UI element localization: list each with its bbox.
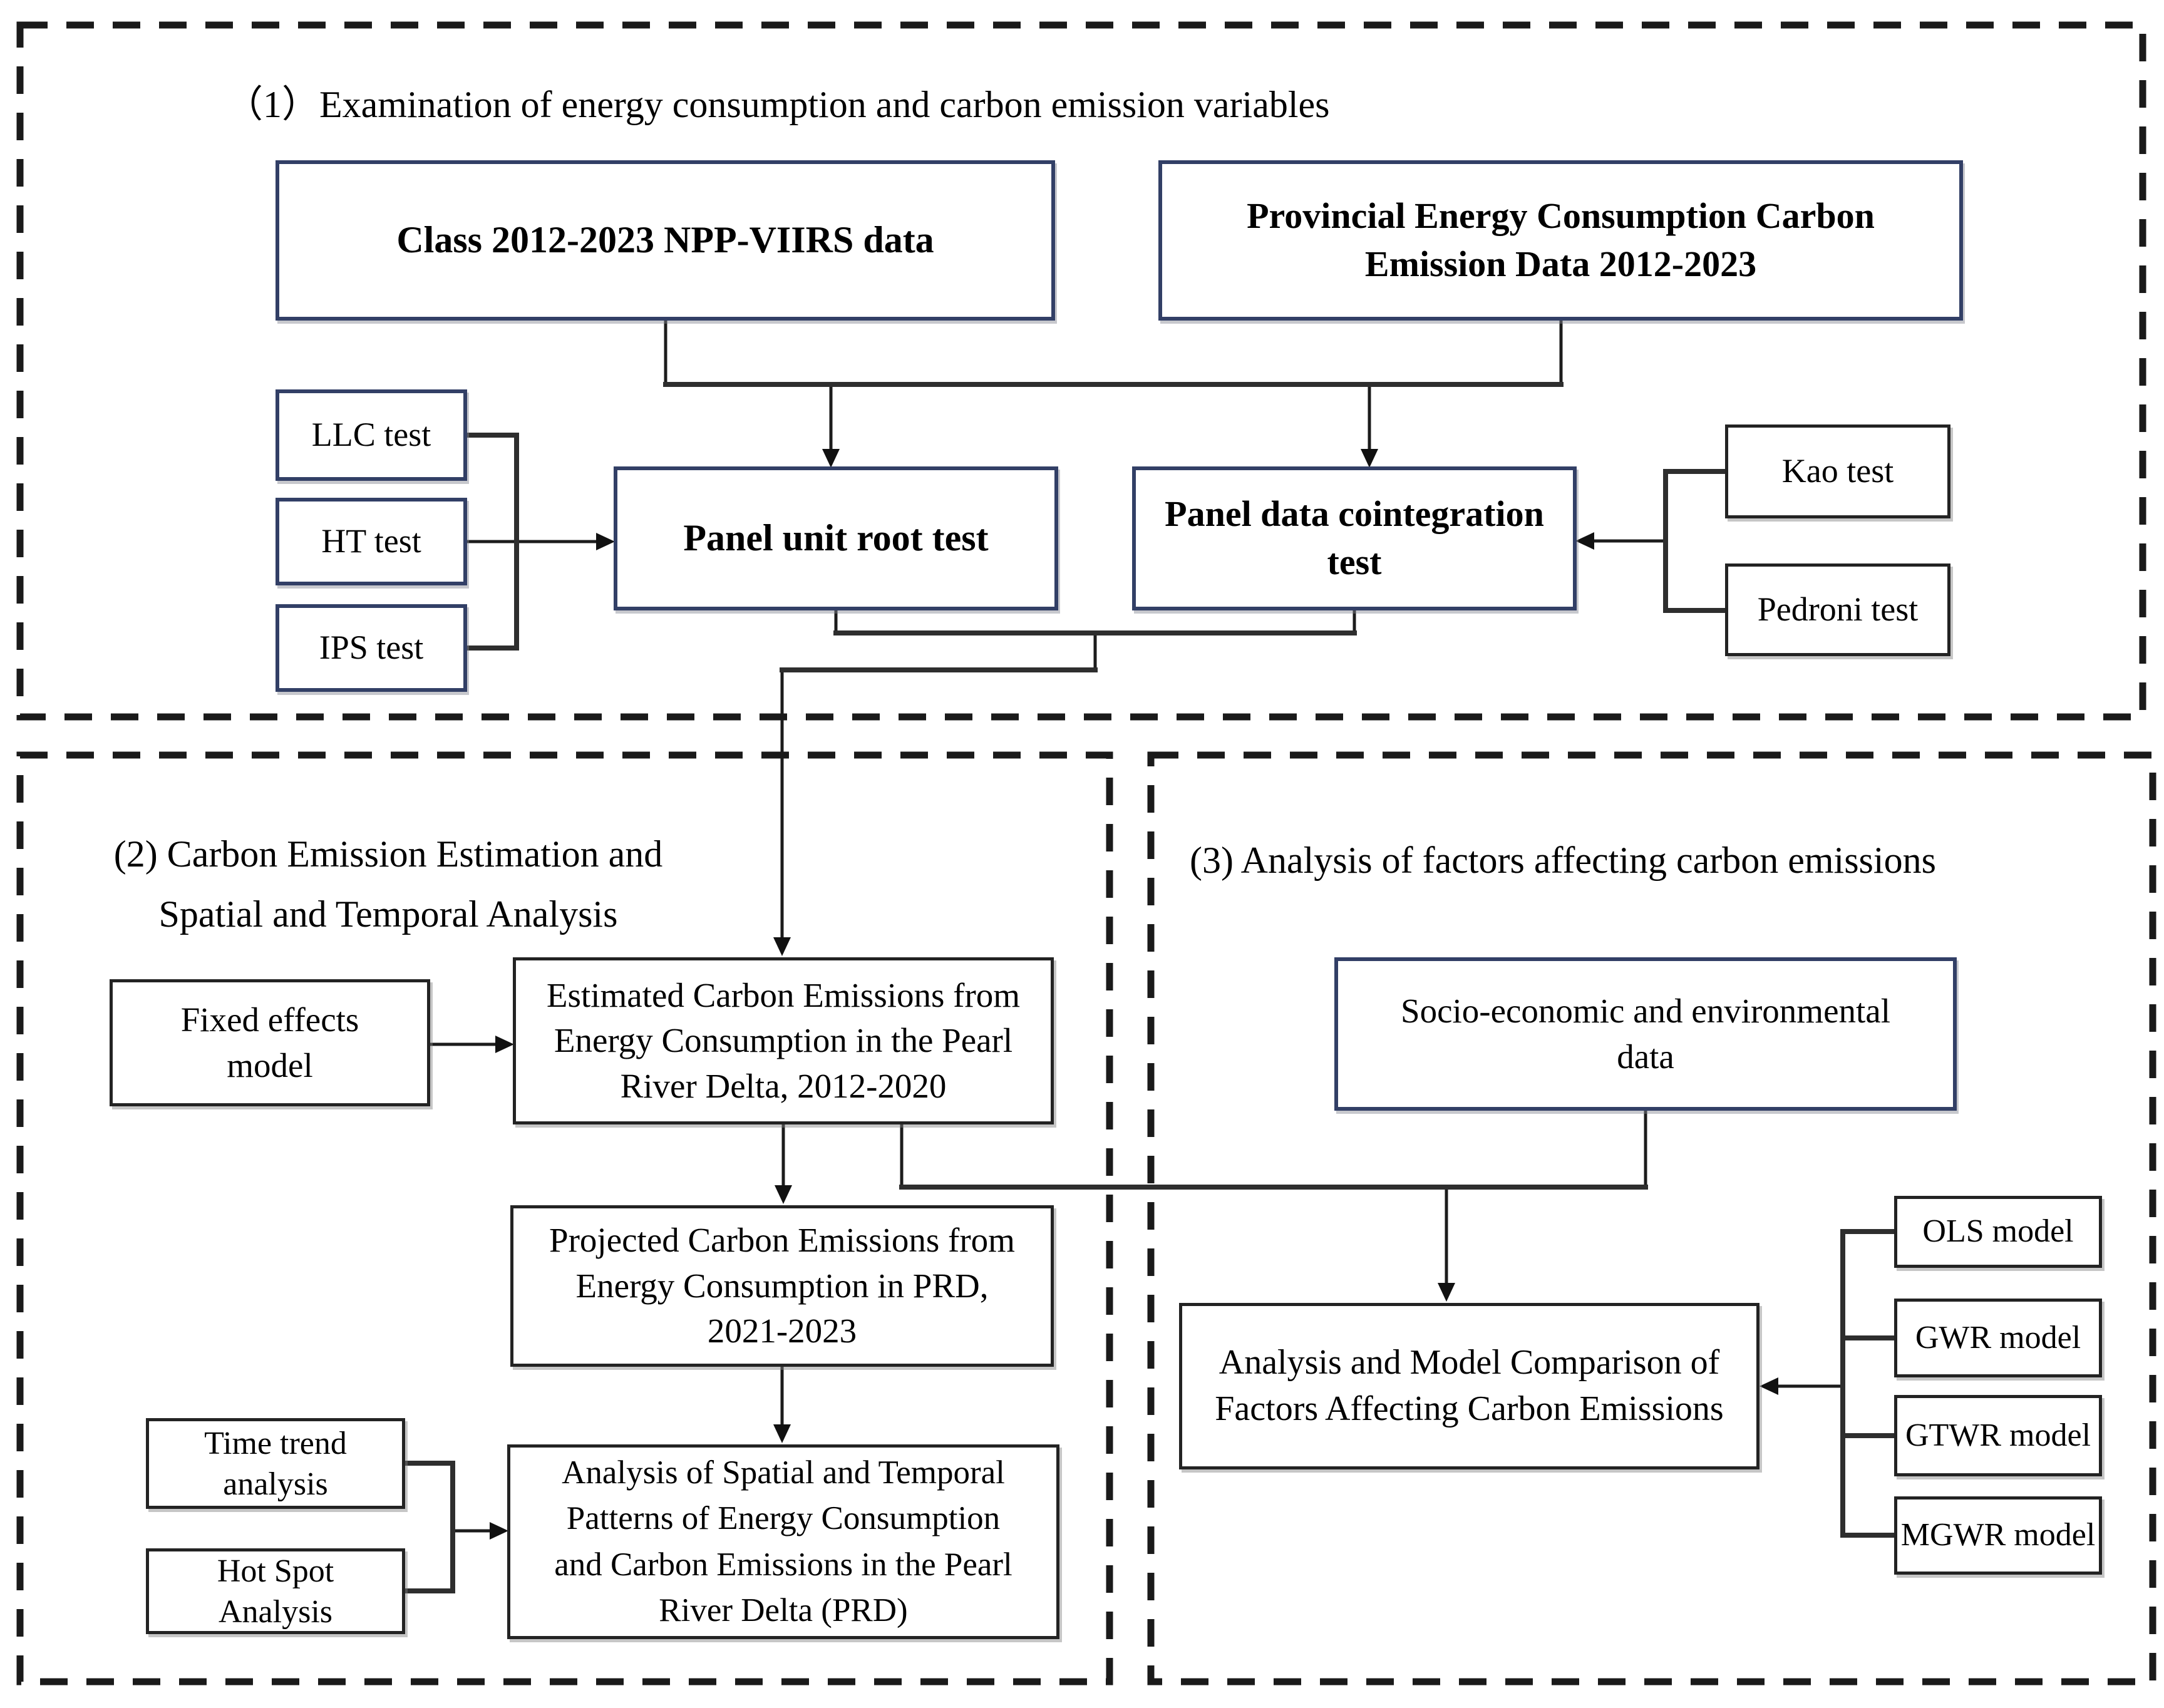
box-line: Class 2012-2023 NPP-VIIRS data [396,219,934,261]
box-line: and Carbon Emissions in the Pearl [554,1546,1012,1583]
box-line: Emission Data 2012-2023 [1364,244,1757,284]
box-projected-carbon-emissions: Projected Carbon Emissions from Energy C… [510,1205,1054,1367]
box-provincial-emission-data: Provincial Energy Consumption Carbon Emi… [1158,160,1963,321]
box-llc-test: LLC test [276,389,467,481]
box-line: Projected Carbon Emissions from [549,1221,1015,1260]
box-line: model [227,1046,313,1084]
box-ols-model: OLS model [1894,1196,2102,1268]
box-line: Analysis of Spatial and Temporal [562,1454,1005,1491]
box-line: GTWR model [1905,1417,2091,1453]
section-2-title-line: (2) Carbon Emission Estimation and [113,833,663,875]
box-mgwr-model: MGWR model [1894,1496,2102,1575]
box-line: OLS model [1922,1213,2074,1250]
box-panel-data-cointegration-test: Panel data cointegration test [1132,466,1577,610]
box-socio-economic-data: Socio-economic and environmental data [1334,957,1957,1111]
box-time-trend-analysis: Time trend analysis [146,1418,405,1509]
box-line: Factors Affecting Carbon Emissions [1215,1389,1724,1428]
box-line: GWR model [1915,1319,2081,1356]
box-estimated-carbon-emissions: Estimated Carbon Emissions from Energy C… [513,957,1054,1124]
box-line: Patterns of Energy Consumption [566,1500,1001,1537]
box-line: Panel data cointegration [1165,493,1544,535]
box-gwr-model: GWR model [1894,1299,2102,1377]
box-line: Estimated Carbon Emissions from [546,975,1021,1014]
box-hot-spot-analysis: Hot Spot Analysis [146,1548,405,1634]
box-npp-viirs-data: Class 2012-2023 NPP-VIIRS data [276,160,1055,321]
section-2-title: (2) Carbon Emission Estimation and Spati… [63,824,714,944]
box-fixed-effects-model: Fixed effects model [110,979,430,1106]
box-line: analysis [223,1466,328,1502]
box-line: 2021-2023 [707,1312,857,1350]
section-2-title-line: Spatial and Temporal Analysis [158,893,618,935]
box-line: Panel unit root test [683,517,989,559]
box-line: MGWR model [1900,1517,2096,1553]
box-line: data [1617,1037,1674,1076]
section-3-title: (3) Analysis of factors affecting carbon… [1190,840,1936,881]
box-line: Hot Spot [217,1553,334,1589]
box-kao-test: Kao test [1725,424,1950,518]
box-spatial-temporal-patterns: Analysis of Spatial and Temporal Pattern… [507,1444,1059,1639]
box-line: Energy Consumption in PRD, [575,1266,989,1305]
box-ips-test: IPS test [276,604,467,692]
box-line: Fixed effects [180,1000,359,1039]
box-line: River Delta, 2012-2020 [620,1066,947,1105]
box-line: Provincial Energy Consumption Carbon [1247,195,1875,237]
box-line: test [1327,542,1382,582]
box-line: HT test [321,522,421,560]
section-1-title: （1）Examination of energy consumption and… [225,84,1330,125]
box-gtwr-model: GTWR model [1894,1395,2102,1476]
box-ht-test: HT test [276,498,467,585]
box-line: Energy Consumption in the Pearl [554,1021,1013,1060]
box-line: Pedroni test [1757,590,1919,629]
box-line: Kao test [1781,452,1894,490]
box-line: IPS test [319,629,424,667]
box-line: Analysis and Model Comparison of [1219,1343,1720,1382]
box-line: River Delta (PRD) [659,1592,908,1628]
box-pedroni-test: Pedroni test [1725,563,1950,656]
box-panel-unit-root-test: Panel unit root test [614,466,1058,610]
box-line: Socio-economic and environmental [1401,991,1890,1030]
box-line: LLC test [311,416,431,454]
box-analysis-model-comparison: Analysis and Model Comparison of Factors… [1179,1303,1760,1469]
box-line: Analysis [219,1593,332,1630]
box-line: Time trend [204,1425,347,1461]
